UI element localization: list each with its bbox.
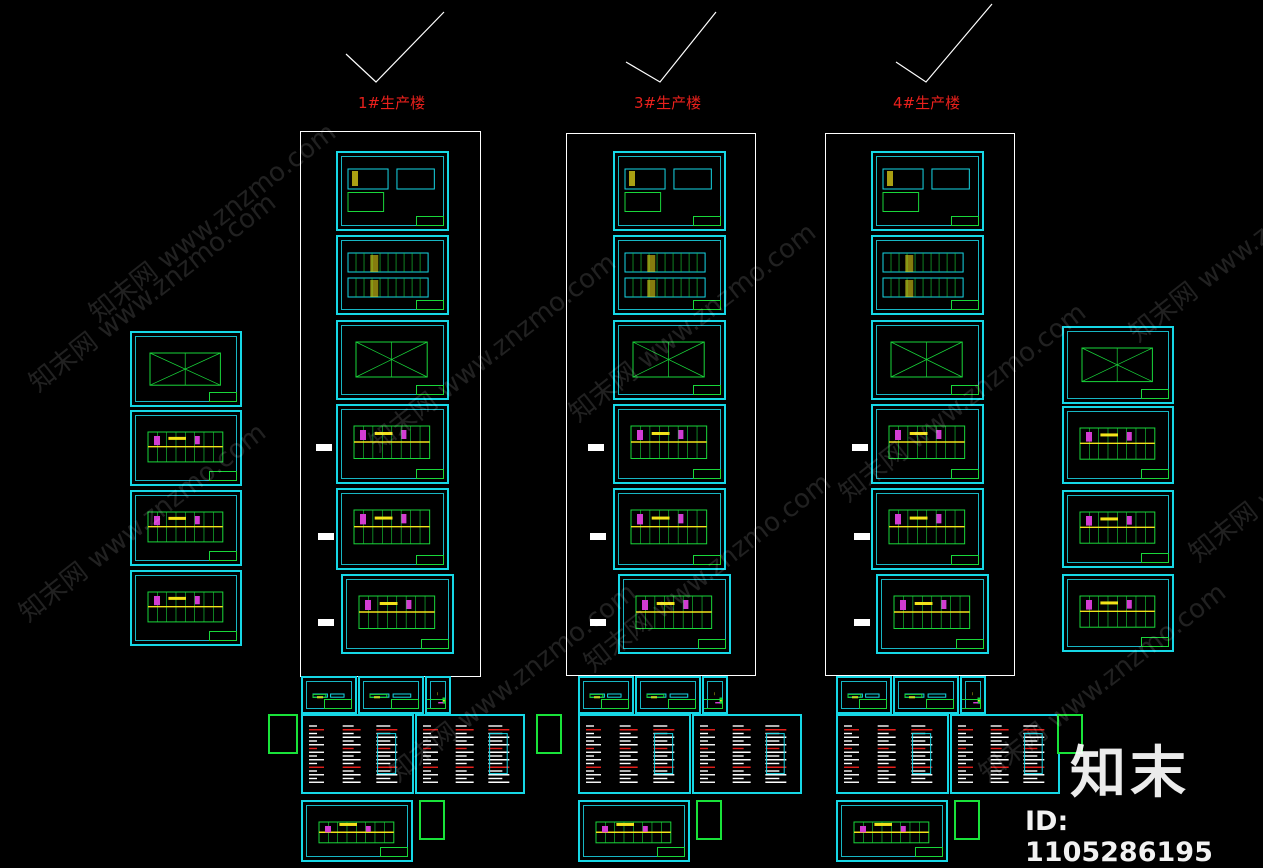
tag-b4-a <box>852 444 868 451</box>
checkmark-icon-1 <box>340 8 450 88</box>
green-sheet-b4-b <box>954 800 980 840</box>
tag-b4-c <box>854 619 870 626</box>
green-sheet-b3-b <box>696 800 722 840</box>
sheet-b4-2 <box>871 235 984 315</box>
sheet-left-1 <box>130 331 242 407</box>
green-sheet-b1-b <box>419 800 445 840</box>
watermark-text: 知末网 www.znzmo.com <box>1120 133 1263 350</box>
tag-b4-b <box>854 533 870 540</box>
sheet-b3-4 <box>613 404 726 484</box>
building-label-3: 3#生产楼 <box>634 92 701 113</box>
sheet-b3-1 <box>613 151 726 231</box>
tag-b1-c <box>318 619 334 626</box>
sheet-b4-1 <box>871 151 984 231</box>
building-label-1: 1#生产楼 <box>358 92 425 113</box>
sheet-b4-5 <box>871 488 984 570</box>
brand-id: ID: 1105286195 <box>1025 806 1263 868</box>
sheet-b3-schedule <box>578 800 690 862</box>
sheet-b1-2 <box>336 235 449 315</box>
detail-b1-2 <box>358 676 424 714</box>
detail-b4-1 <box>836 676 892 714</box>
tag-b3-a <box>588 444 604 451</box>
green-sheet-mid <box>536 714 562 754</box>
detail-b4-3 <box>960 676 986 714</box>
detail-b3-3 <box>702 676 728 714</box>
notes-b3-1 <box>578 714 691 794</box>
detail-b3-2 <box>635 676 701 714</box>
watermark-text: 知末网 www.znzmo.com <box>1180 353 1263 570</box>
notes-b4-1 <box>836 714 949 794</box>
green-sheet-left <box>268 714 298 754</box>
sheet-right-2 <box>1062 406 1174 484</box>
sheet-right-3 <box>1062 490 1174 568</box>
checkmark-icon-3 <box>622 8 722 88</box>
brand-logo: 知末 <box>1070 728 1190 809</box>
sheet-b1-5 <box>336 488 449 570</box>
tag-b1-b <box>318 533 334 540</box>
sheet-b1-schedule <box>301 800 413 862</box>
notes-b3-2 <box>692 714 802 794</box>
tag-b1-a <box>316 444 332 451</box>
building-label-4: 4#生产楼 <box>893 92 960 113</box>
detail-b3-1 <box>578 676 634 714</box>
sheet-b4-schedule <box>836 800 948 862</box>
tag-b3-b <box>590 533 606 540</box>
sheet-b4-6 <box>876 574 989 654</box>
sheet-b1-6 <box>341 574 454 654</box>
detail-b1-1 <box>301 676 357 714</box>
sheet-left-4 <box>130 570 242 646</box>
sheet-b1-1 <box>336 151 449 231</box>
detail-b4-2 <box>893 676 959 714</box>
checkmark-icon-4 <box>892 2 996 86</box>
